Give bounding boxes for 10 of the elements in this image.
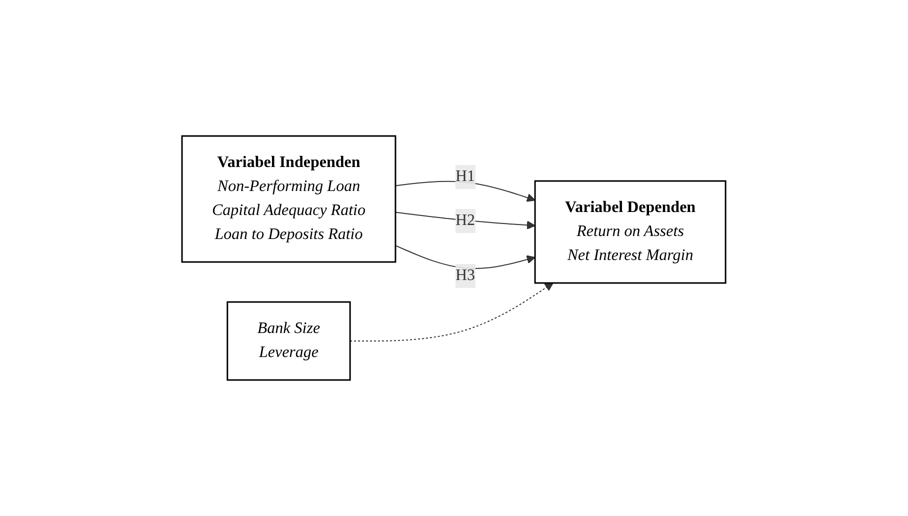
arrow <box>350 282 554 342</box>
node-box: Bank Size Leverage <box>226 301 352 381</box>
arrow <box>395 245 536 269</box>
arrow <box>395 180 536 202</box>
arrow <box>395 212 536 230</box>
node-box: Variabel Independen Non-Performing Loan Capital Adequacy Ratio Loan to Deposits Ratio <box>181 135 396 263</box>
node-box: Variabel Dependen Return on Assets Net Interest Margin <box>534 180 727 284</box>
edge-label: H2 <box>456 212 476 229</box>
edge-label: H3 <box>456 267 476 284</box>
edge-label: H1 <box>456 168 476 185</box>
